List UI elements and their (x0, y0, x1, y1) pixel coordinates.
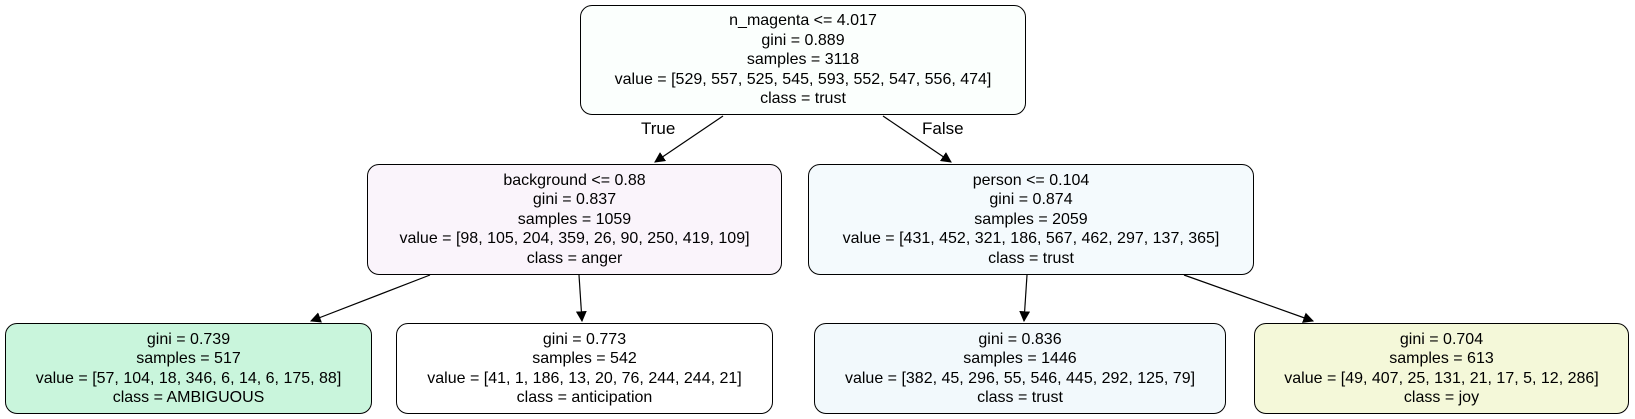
node-gini: gini = 0.874 (989, 191, 1073, 209)
edge-label-true: True (641, 119, 676, 138)
node-class: class = joy (1403, 388, 1480, 406)
node-value: value = [41, 1, 186, 13, 20, 76, 244, 24… (427, 369, 742, 387)
node-class: class = trust (988, 249, 1074, 267)
node-samples: samples = 542 (532, 350, 637, 368)
node-value: value = [49, 407, 25, 131, 21, 17, 5, 12… (1284, 369, 1599, 387)
node-gini: gini = 0.889 (761, 31, 845, 49)
node-class: class = anger (526, 249, 623, 267)
node-gini: gini = 0.837 (532, 191, 617, 209)
tree-leaf-ambiguous: gini = 0.739 samples = 517 value = [57, … (5, 323, 372, 414)
edge-right-to-leaf-3 (1019, 274, 1031, 323)
edge-right-to-leaf-4 (1183, 274, 1315, 323)
tree-leaf-anticipation: gini = 0.773 samples = 542 value = [41, … (396, 323, 773, 414)
tree-node-person-split: person <= 0.104 gini = 0.874 samples = 2… (808, 164, 1254, 275)
node-samples: samples = 517 (136, 350, 241, 368)
node-class: class = trust (977, 388, 1063, 406)
tree-leaf-joy: gini = 0.704 samples = 613 value = [49, … (1254, 323, 1629, 414)
node-value: value = [98, 105, 204, 359, 26, 90, 250,… (399, 230, 750, 248)
node-split-condition: n_magenta <= 4.017 (729, 12, 877, 30)
node-samples: samples = 1446 (963, 350, 1077, 368)
node-samples: samples = 3118 (746, 51, 860, 69)
tree-node-root: n_magenta <= 4.017 gini = 0.889 samples … (580, 5, 1026, 115)
node-samples: samples = 1059 (517, 210, 632, 228)
node-class: class = AMBIGUOUS (112, 388, 265, 406)
tree-leaf-trust: gini = 0.836 samples = 1446 value = [382… (814, 323, 1226, 414)
node-samples: samples = 2059 (974, 210, 1088, 228)
edge-label-false: False (922, 119, 964, 138)
node-value: value = [57, 104, 18, 346, 6, 14, 6, 175… (35, 369, 342, 387)
node-value: value = [382, 45, 296, 55, 546, 445, 292… (844, 369, 1196, 387)
node-split-condition: background <= 0.88 (503, 171, 646, 189)
node-value: value = [529, 557, 525, 545, 593, 552, 5… (614, 70, 992, 88)
edge-left-to-leaf-1 (309, 274, 431, 323)
node-gini: gini = 0.836 (978, 330, 1062, 348)
node-value: value = [431, 452, 321, 186, 567, 462, 2… (842, 230, 1220, 248)
edge-left-to-leaf-2 (575, 274, 587, 323)
node-class: class = trust (760, 90, 846, 108)
node-class: class = anticipation (516, 388, 653, 406)
node-gini: gini = 0.704 (1399, 330, 1484, 348)
node-gini: gini = 0.739 (146, 330, 231, 348)
node-gini: gini = 0.773 (542, 330, 627, 348)
node-samples: samples = 613 (1389, 350, 1494, 368)
node-split-condition: person <= 0.104 (972, 171, 1090, 189)
tree-node-background-split: background <= 0.88 gini = 0.837 samples … (367, 164, 782, 275)
